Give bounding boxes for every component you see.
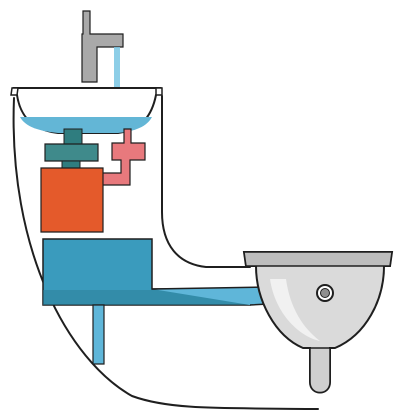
vertical-drain-pipe [93,305,104,364]
orange-tank [41,168,103,232]
drain-valve [45,144,98,161]
bowl-rim [244,252,392,266]
basin-right-rim [156,88,162,95]
pipe-joint-center [321,289,330,298]
bowl-drain-neck [310,348,330,393]
basin-water [20,117,152,133]
pink-valve [102,129,145,185]
basin-left-rim [11,88,18,95]
inner-housing-outline [162,96,250,267]
